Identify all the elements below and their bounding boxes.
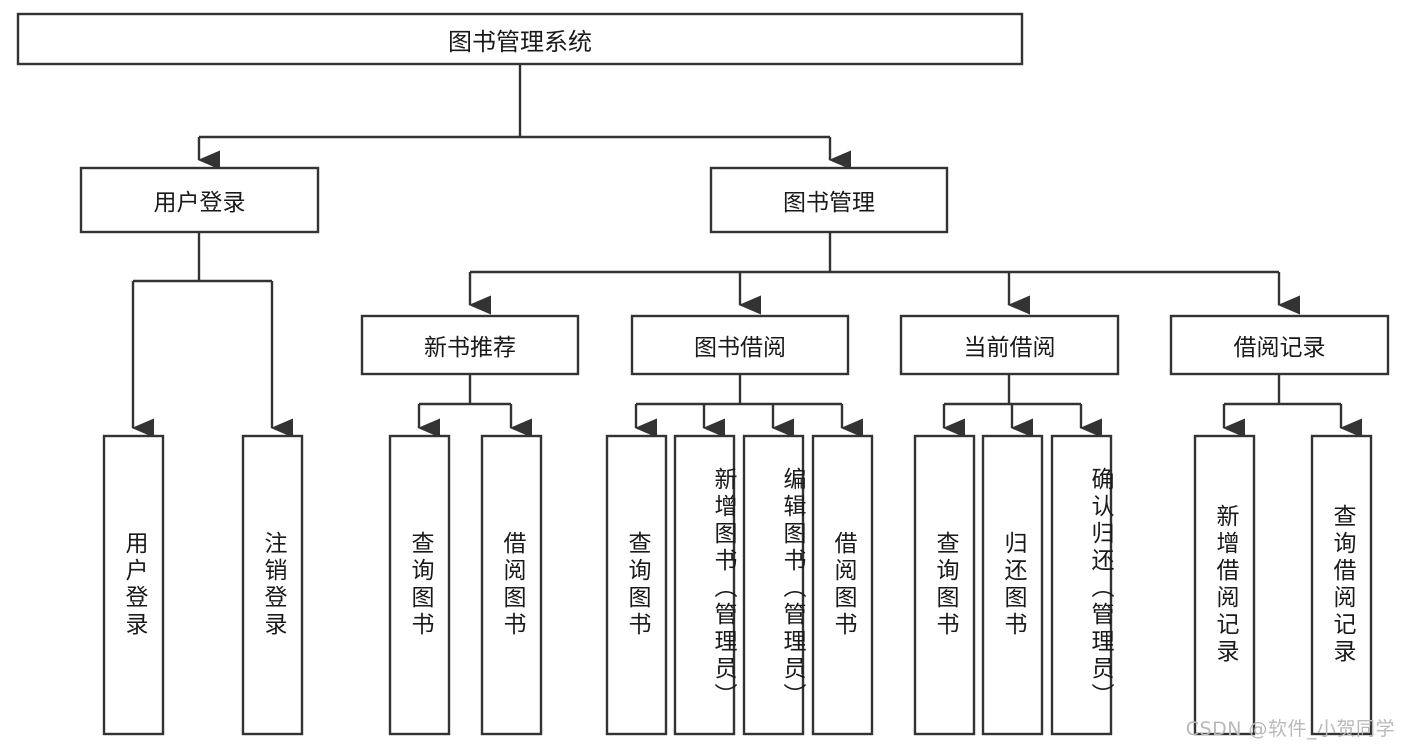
leaf-box-borrow-book-2[interactable] [811, 434, 874, 736]
leaf-box-borrow-book-1[interactable] [480, 434, 543, 736]
leaf-box-query-book-2[interactable] [605, 434, 668, 736]
leaf-box-add-book[interactable] [673, 434, 736, 736]
node-current-borrow[interactable] [899, 314, 1120, 376]
node-borrow-records[interactable] [1169, 314, 1390, 376]
root-title-label: 图书管理系统 [448, 27, 592, 56]
node-root[interactable] [16, 12, 1024, 66]
leaf-box-query-record[interactable] [1310, 434, 1373, 736]
leaf-box-user-login[interactable] [102, 434, 165, 736]
leaf-box-edit-book[interactable] [742, 434, 805, 736]
node-label-borrow-records: 借阅记录 [1233, 335, 1326, 361]
node-label-new-book-recommend: 新书推荐 [424, 335, 516, 361]
watermark-text: CSDN @软件_小贺同学 [1185, 718, 1395, 740]
node-label-book-borrow: 图书借阅 [694, 335, 786, 361]
node-book-borrow[interactable] [630, 314, 850, 376]
node-label-current-borrow: 当前借阅 [963, 335, 1056, 361]
node-book-management[interactable] [709, 166, 949, 234]
node-new-book-recommend[interactable] [360, 314, 580, 376]
node-label-user-login: 用户登录 [153, 190, 246, 216]
leaf-box-confirm-return[interactable] [1050, 434, 1113, 736]
node-label-book-management: 图书管理 [783, 190, 875, 216]
leaf-box-return-book[interactable] [981, 434, 1044, 736]
leaf-box-logout[interactable] [241, 434, 304, 736]
leaf-box-query-book-1[interactable] [388, 434, 451, 736]
leaf-box-query-book-3[interactable] [913, 434, 976, 736]
leaf-box-add-record[interactable] [1193, 434, 1256, 736]
